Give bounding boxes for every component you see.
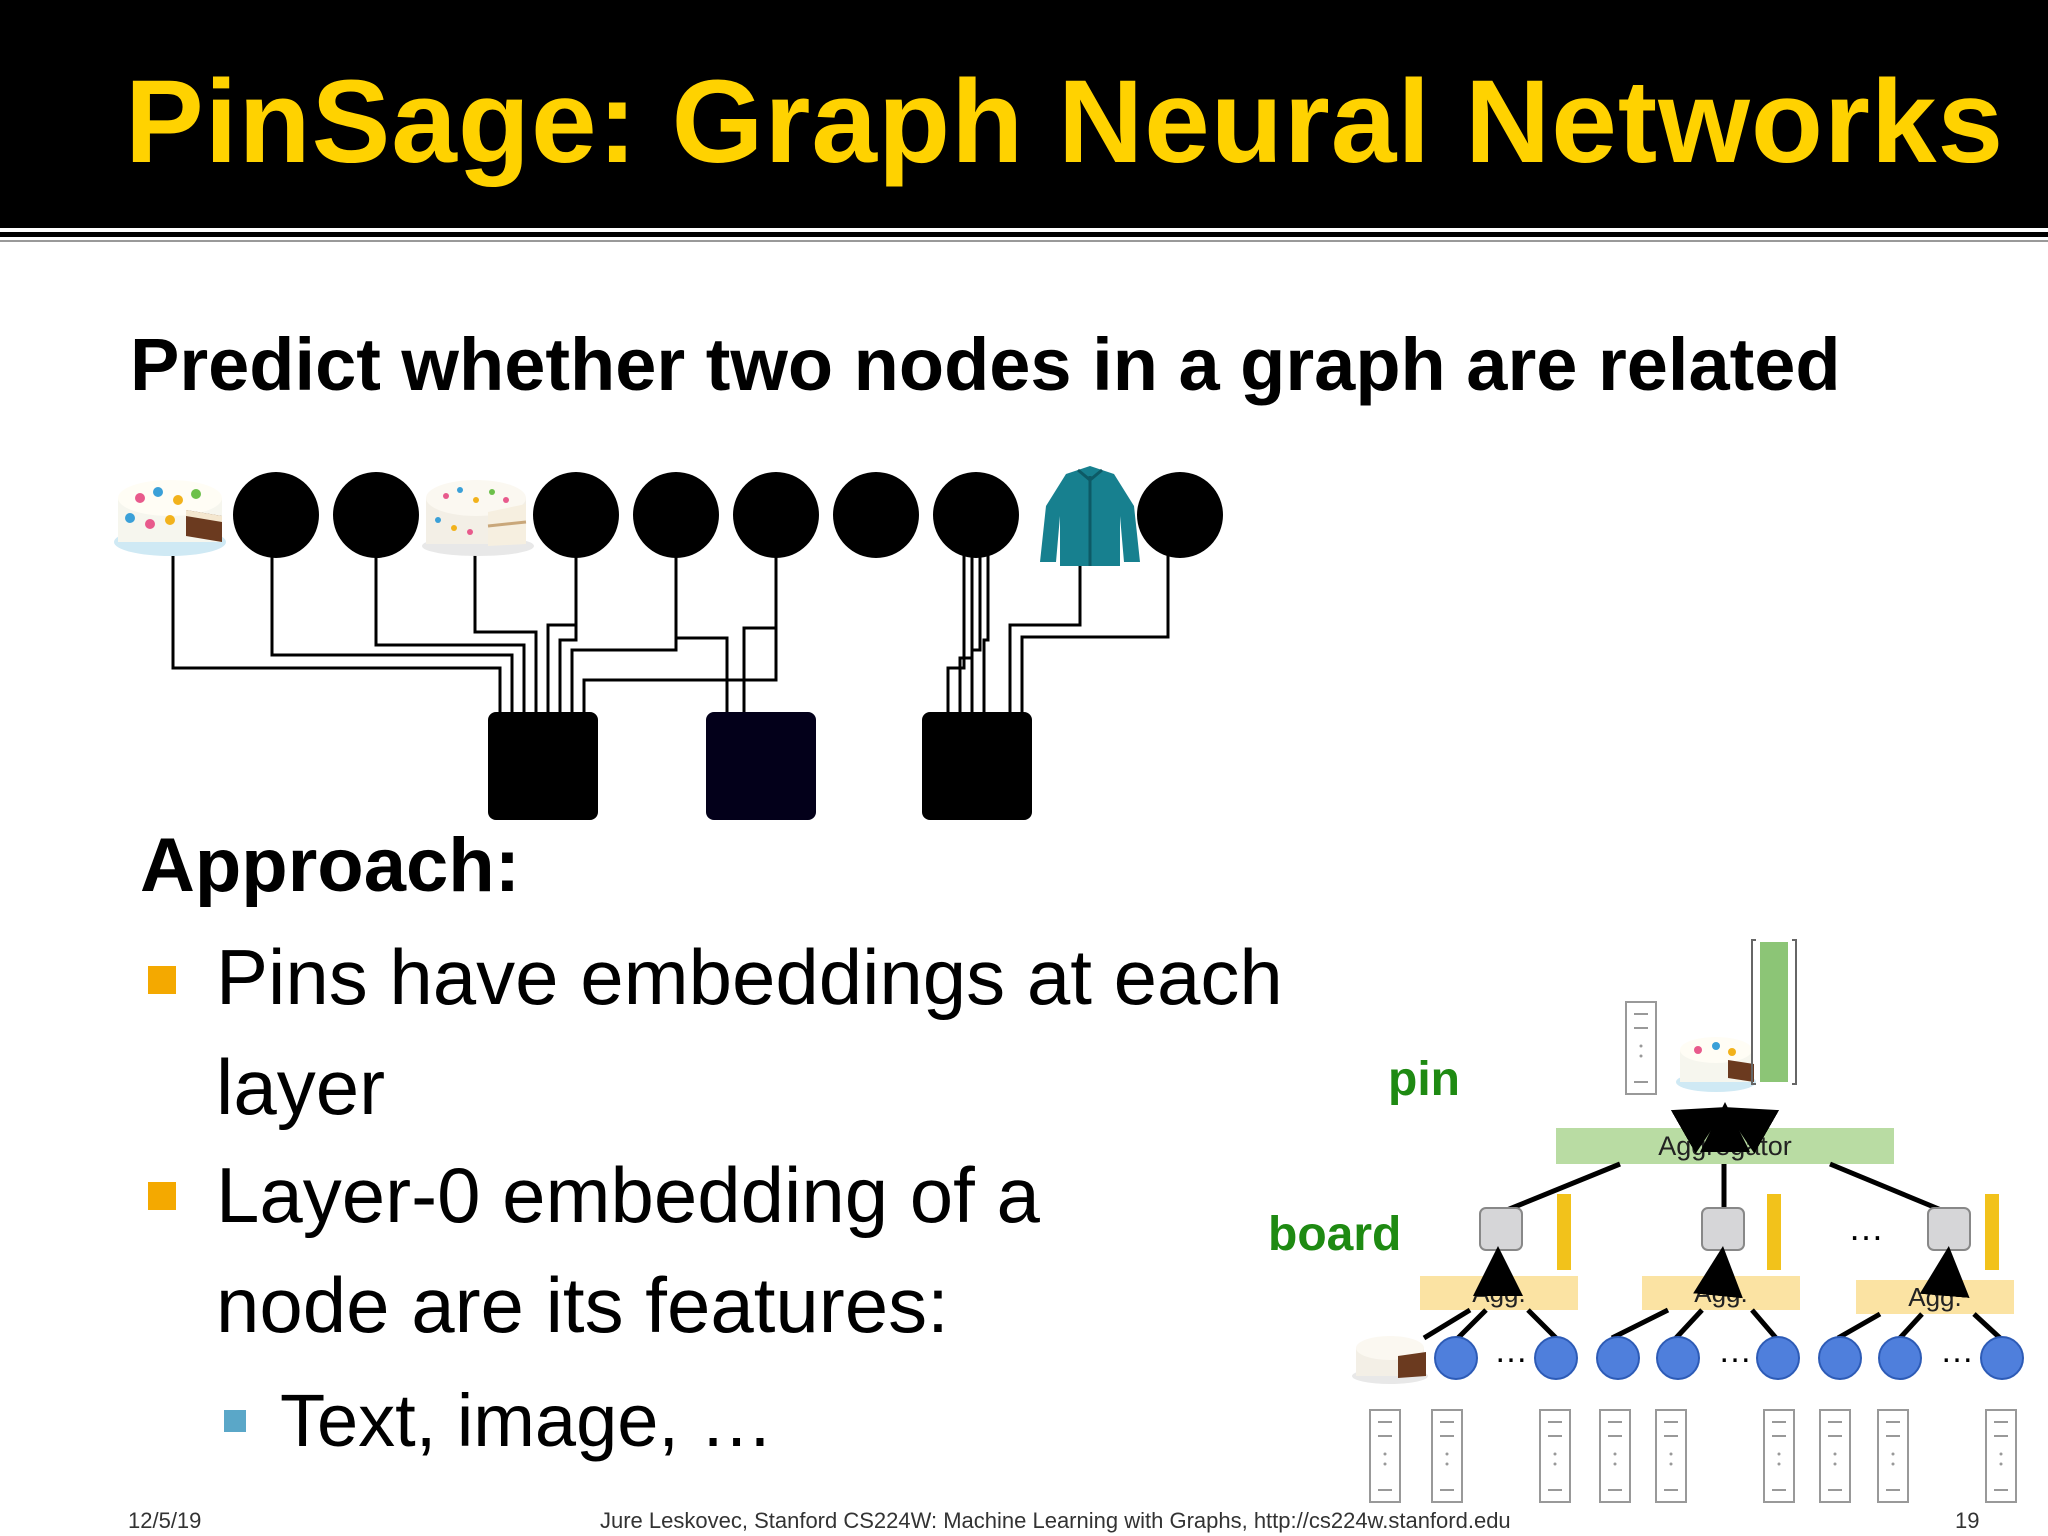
bullet-marker — [148, 1182, 176, 1210]
feature-vector-icon — [1625, 1001, 1657, 1095]
leaf-node — [1878, 1336, 1922, 1380]
bullet-text: Layer-0 embedding of a node are its feat… — [216, 1151, 1040, 1349]
bullet-marker — [148, 966, 176, 994]
embedding-vector-green — [1760, 942, 1788, 1082]
board-node — [706, 712, 816, 820]
ellipsis: … — [1718, 1332, 1752, 1370]
feature-vector-icon — [1369, 1409, 1401, 1503]
ellipsis: … — [1494, 1332, 1528, 1370]
feature-vector-icon — [1819, 1409, 1851, 1503]
ellipsis: … — [1848, 1207, 1884, 1248]
board-group: … — [1479, 1194, 1999, 1270]
graph-node — [933, 472, 1019, 558]
board-node — [1479, 1207, 1523, 1251]
board-node — [922, 712, 1032, 820]
approach-heading: Approach: — [140, 823, 520, 908]
title-bar: PinSage: Graph Neural Networks — [0, 0, 2048, 228]
board-label: board — [1268, 1208, 1401, 1261]
slide-title: PinSage: Graph Neural Networks — [125, 56, 2005, 188]
cake-image — [1352, 1336, 1428, 1384]
feature-vector-icon — [1431, 1409, 1463, 1503]
embedding-vector-yellow — [1557, 1194, 1571, 1270]
leaf-node — [1656, 1336, 1700, 1380]
feature-vector-icon — [1655, 1409, 1687, 1503]
feature-vector-icon — [1599, 1409, 1631, 1503]
leaf-node — [1818, 1336, 1862, 1380]
graph-node — [833, 472, 919, 558]
leaf-node — [1756, 1336, 1800, 1380]
title-rule-thin — [0, 240, 2048, 242]
embedding-vector-yellow — [1767, 1194, 1781, 1270]
cake-image — [114, 480, 226, 556]
agg-label: Agg. — [1694, 1278, 1748, 1308]
graph-node — [333, 472, 419, 558]
board-node — [1701, 1207, 1745, 1251]
board-node — [1927, 1207, 1971, 1251]
cake-image — [1676, 1037, 1756, 1092]
title-rule — [0, 232, 2048, 237]
ellipsis: … — [1940, 1332, 1974, 1370]
leaf-node — [1434, 1336, 1478, 1380]
feature-vector-icon — [1539, 1409, 1571, 1503]
footer-date: 12/5/19 — [128, 1508, 202, 1533]
board-node — [488, 712, 598, 820]
leaf-node — [1534, 1336, 1578, 1380]
footer-course: Jure Leskovec, Stanford CS224W: Machine … — [600, 1508, 1511, 1533]
feature-vector-icon — [1877, 1409, 1909, 1503]
aggregator-label: Aggregator — [1658, 1131, 1792, 1161]
graph-node — [733, 472, 819, 558]
pin-label: pin — [1388, 1053, 1460, 1106]
feature-vector-icon — [1763, 1409, 1795, 1503]
sub-bullet-marker — [224, 1410, 246, 1432]
embedding-vector-yellow — [1985, 1194, 1999, 1270]
leaf-node — [1980, 1336, 2024, 1380]
jacket-image — [1040, 466, 1140, 566]
cake-image — [422, 480, 534, 556]
leaf-node — [1596, 1336, 1640, 1380]
agg-label: Agg. — [1908, 1282, 1962, 1312]
agg-label: Agg. — [1472, 1278, 1526, 1308]
graph-node — [233, 472, 319, 558]
graph-node — [633, 472, 719, 558]
footer-page-number: 19 — [1955, 1508, 1980, 1533]
feature-vector-icon — [1985, 1409, 2017, 1503]
bullet-text: Pins have embeddings at each layer — [216, 933, 1283, 1131]
graph-node — [533, 472, 619, 558]
sub-bullet-text: Text, image, … — [280, 1379, 774, 1462]
slide-subtitle: Predict whether two nodes in a graph are… — [130, 323, 1841, 406]
graph-node — [1137, 472, 1223, 558]
